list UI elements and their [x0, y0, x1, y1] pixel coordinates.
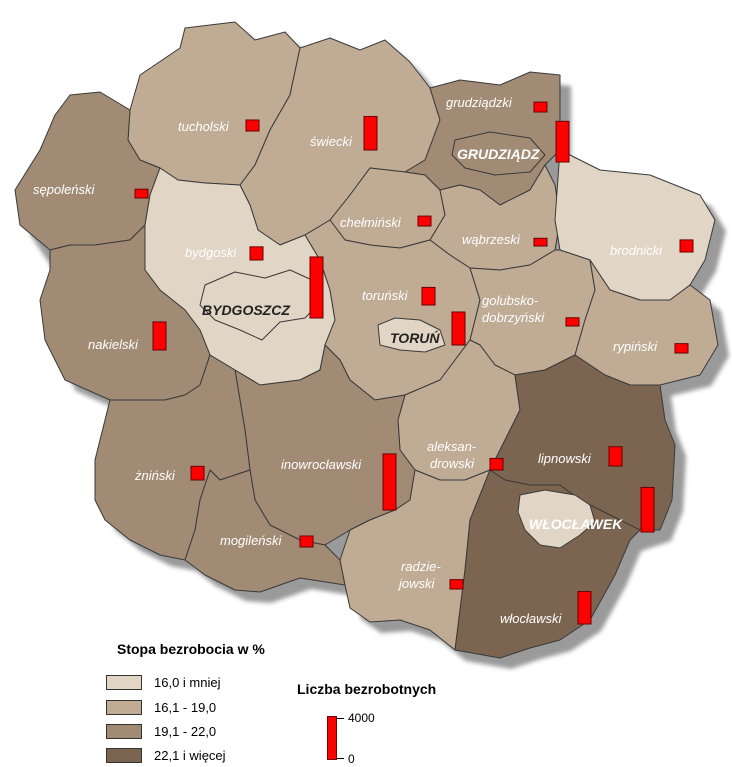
bar-wloclawek[interactable] — [640, 486, 655, 533]
bar-lipnowski[interactable] — [608, 446, 623, 467]
district-mogilenski[interactable] — [184, 469, 346, 593]
label-aleksandrowski: aleksan- drowski — [427, 439, 480, 471]
bar-radziejowski[interactable] — [449, 579, 464, 590]
bar-nakielski[interactable] — [152, 321, 167, 351]
unemployment-bars — [134, 101, 694, 625]
legend-row-1: 16,0 i mniej — [106, 672, 220, 692]
label-mogilenski: mogileński — [220, 533, 283, 548]
label-wloclawski: włocławski — [500, 611, 563, 626]
bar-legend-min: 0 — [348, 752, 355, 766]
label-brodnicki: brodnicki — [610, 243, 663, 258]
bar-brodnicki[interactable] — [679, 239, 694, 253]
label-bydgoski: bydgoski — [185, 245, 237, 260]
legend-row-3: 19,1 - 22,0 — [106, 721, 216, 741]
legend-row-2: 16,1 - 19,0 — [106, 697, 216, 717]
bar-legend-title: Liczba bezrobotnych — [297, 681, 437, 697]
label-inowroclawski: inowrocławski — [281, 457, 362, 472]
bar-mogilenski[interactable] — [299, 535, 314, 548]
districts — [14, 21, 719, 659]
bar-grudziadz[interactable] — [555, 120, 570, 163]
bar-tucholski[interactable] — [245, 119, 260, 132]
bar-wabrzeski[interactable] — [533, 237, 548, 247]
bar-legend-tick-max — [337, 718, 344, 719]
bar-golubsko[interactable] — [565, 317, 580, 327]
label-radziejowski: radzie- jowski — [397, 559, 444, 591]
bar-swiecki[interactable] — [363, 115, 378, 151]
bar-wloclawski[interactable] — [577, 591, 592, 625]
legend-label-3: 19,1 - 22,0 — [154, 723, 217, 739]
label-torunski: toruński — [362, 288, 409, 303]
bar-inowroclawski[interactable] — [382, 453, 397, 511]
legend-swatch-3 — [106, 723, 142, 739]
bar-legend-bar — [327, 716, 337, 760]
label-swiecki: świecki — [310, 134, 353, 149]
city-area-torun[interactable] — [377, 317, 446, 353]
bar-grudziadzki[interactable] — [533, 101, 548, 113]
label-wabrzeski: wąbrzeski — [462, 232, 521, 247]
bar-sepolenski[interactable] — [134, 188, 149, 199]
city-area-wloclawek[interactable] — [517, 489, 596, 549]
city-labels: GRUDZIĄDZ BYDGOSZCZ TORUŃ WŁOCŁAWEK — [202, 146, 623, 532]
legend-swatch-4 — [106, 747, 142, 763]
bar-torunski[interactable] — [421, 286, 436, 306]
label-bydgoszcz: BYDGOSZCZ — [202, 302, 290, 318]
bar-rypinski[interactable] — [674, 343, 689, 354]
label-grudziadz: GRUDZIĄDZ — [457, 146, 540, 162]
legend-row-4: 22,1 i więcej — [106, 745, 226, 765]
bar-legend-tick-min — [337, 758, 344, 759]
legend-label-4: 22,1 i więcej — [154, 747, 226, 763]
bar-legend-max: 4000 — [348, 711, 375, 725]
city-area-bydgoszcz[interactable] — [199, 269, 323, 341]
legend-label-1: 16,0 i mniej — [154, 674, 221, 690]
city-area-grudziadz[interactable] — [451, 131, 546, 176]
label-rypinski: rypiński — [613, 339, 658, 354]
bar-bydgoski[interactable] — [249, 246, 264, 261]
label-torun: TORUŃ — [390, 329, 440, 346]
bar-chelminski[interactable] — [417, 215, 432, 227]
label-golubsko: golubsko- dobrzyński — [482, 293, 545, 325]
legend-title: Stopa bezrobocia w % — [117, 641, 265, 657]
district-labels: tucholski świecki grudziądzki sępoleński… — [33, 95, 663, 626]
legend-label-2: 16,1 - 19,0 — [154, 699, 217, 715]
label-lipnowski: lipnowski — [538, 451, 592, 466]
bar-zninski[interactable] — [190, 465, 205, 481]
label-chelminski: chełmiński — [340, 215, 402, 230]
label-tucholski: tucholski — [178, 119, 230, 134]
legend-swatch-1 — [106, 674, 142, 690]
legend-swatch-2 — [106, 699, 142, 715]
label-sepolenski: sępoleński — [33, 182, 96, 197]
bar-aleksandrowski[interactable] — [489, 457, 504, 471]
label-wloclawek: WŁOCŁAWEK — [529, 516, 623, 532]
label-zninski: żniński — [134, 468, 176, 483]
bar-bydgoszcz[interactable] — [309, 256, 324, 319]
district-rypinski[interactable] — [574, 259, 719, 386]
label-nakielski: nakielski — [88, 337, 139, 352]
bar-torun[interactable] — [451, 311, 466, 346]
label-grudziadzki: grudziądzki — [446, 95, 513, 110]
